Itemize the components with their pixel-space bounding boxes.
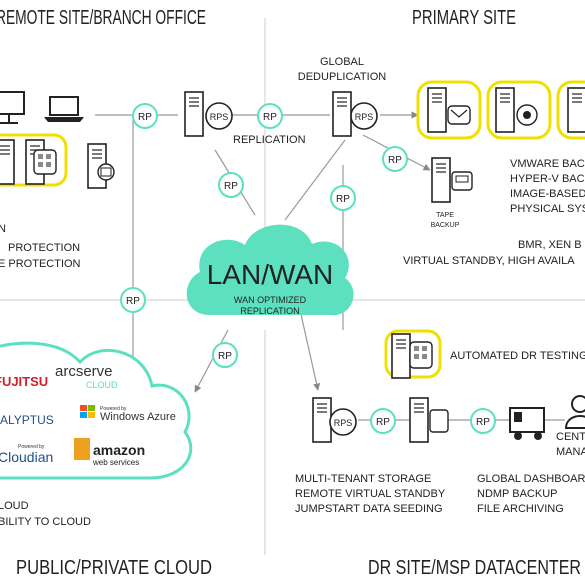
svg-text:Powered by: Powered by [18, 444, 45, 450]
svg-text:RP: RP [224, 181, 238, 192]
dr-rps-server: RPS [312, 397, 357, 443]
tape-backup-server [431, 157, 473, 203]
remote-feature-list: N PROTECTION E PROTECTION [0, 223, 81, 270]
amazon-logo: amazon web services [74, 438, 145, 467]
rp-badge: RP [470, 408, 496, 434]
rp-badge: RP [132, 103, 158, 129]
primary-feature: PHYSICAL SYS [510, 203, 585, 215]
eucalyptus-logo: ALYPTUS [0, 413, 54, 427]
global-dedup-label-1: GLOBAL [320, 56, 364, 68]
desktop-icon [0, 91, 25, 124]
svg-text:RPS: RPS [210, 112, 229, 122]
remote-section-title: REMOTE SITE/BRANCH OFFICE [0, 7, 206, 29]
svg-text:RP: RP [138, 112, 152, 123]
cloudian-logo: Powered by Cloudian [0, 444, 53, 465]
lan-wan-cloud: LAN/WAN WAN OPTIMIZED REPLICATION [186, 224, 354, 316]
svg-text:RP: RP [218, 351, 232, 362]
svg-text:RP: RP [388, 155, 402, 166]
dr-server [409, 397, 449, 443]
automated-dr-group [384, 329, 442, 379]
rp-badge: RP [218, 172, 244, 198]
rp-badge: RP [370, 408, 396, 434]
primary-section-title: PRIMARY SITE [412, 7, 516, 29]
rp-badge: RP [212, 342, 238, 368]
svg-text:Windows Azure: Windows Azure [100, 411, 176, 423]
svg-text:RPS: RPS [355, 112, 374, 122]
arcserve-logo: arcserve [55, 363, 113, 380]
user-icon [564, 395, 585, 429]
primary-server-group [416, 80, 585, 140]
svg-text:RP: RP [376, 417, 390, 428]
lan-wan-sub-1: WAN OPTIMIZED [234, 295, 307, 305]
svg-text:RPS: RPS [334, 418, 353, 428]
remote-feature: N [0, 223, 6, 235]
svg-text:web services: web services [92, 458, 139, 467]
cloud-section-title: PUBLIC/PRIVATE CLOUD [16, 557, 212, 579]
dr-feature-list-left: MULTI-TENANT STORAGE REMOTE VIRTUAL STAN… [295, 473, 446, 515]
svg-text:RP: RP [126, 296, 140, 307]
dr-feature: FILE ARCHIVING [477, 503, 564, 515]
dr-section-title: DR SITE/MSP DATACENTER [368, 557, 581, 579]
cent-label-1: CENT [556, 431, 585, 443]
rp-badge: RP [120, 287, 146, 313]
primary-feature: VIRTUAL STANDBY, HIGH AVAILA [403, 255, 575, 267]
dr-feature: MULTI-TENANT STORAGE [295, 473, 431, 485]
svg-text:amazon: amazon [93, 442, 145, 458]
replication-label: REPLICATION [233, 134, 306, 146]
cloud-feature: LOUD [0, 500, 29, 512]
automated-dr-label: AUTOMATED DR TESTING [450, 350, 585, 362]
truck-icon [509, 407, 545, 440]
svg-text:Powered by: Powered by [100, 406, 127, 412]
rp-badge: RP [382, 146, 408, 172]
lan-wan-title: LAN/WAN [207, 259, 334, 290]
rp-badges: RP RP RP RP RP RP RP RP RP [120, 103, 496, 434]
public-cloud: arcserve CLOUD FUJITSU ALYPTUS Powered b… [0, 341, 193, 480]
dr-feature: NDMP BACKUP [477, 488, 557, 500]
svg-text:RP: RP [336, 194, 350, 205]
rp-badge: RP [330, 185, 356, 211]
primary-rps-server: RPS [332, 91, 378, 137]
tape-label-1: TAPE [436, 212, 454, 219]
rp-badge: RP [257, 103, 283, 129]
cent-label-2: MANA [556, 446, 585, 458]
primary-feature-list: VMWARE BAC HYPER-V BAC IMAGE-BASED PHYSI… [403, 158, 585, 267]
dr-feature: JUMPSTART DATA SEEDING [295, 503, 443, 515]
fujitsu-logo: FUJITSU [0, 374, 48, 389]
remote-server-group [0, 133, 68, 187]
remote-devices: RPS [0, 91, 233, 189]
dr-feature-list-right: GLOBAL DASHBOARD NDMP BACKUP FILE ARCHIV… [477, 473, 585, 515]
tape-label-2: BACKUP [431, 222, 460, 229]
windows-azure-logo: Powered by Windows Azure [80, 405, 176, 423]
primary-feature: VMWARE BAC [510, 158, 585, 170]
svg-text:Cloudian: Cloudian [0, 449, 53, 465]
primary-feature: BMR, XEN B [518, 239, 582, 251]
remote-feature: PROTECTION [8, 242, 80, 254]
svg-text:RP: RP [476, 417, 490, 428]
remote-feature: E PROTECTION [0, 258, 81, 270]
dr-feature: GLOBAL DASHBOARD [477, 473, 585, 485]
primary-feature: IMAGE-BASED [510, 188, 585, 200]
cloud-feature-list: LOUD BILITY TO CLOUD [0, 500, 91, 528]
arcserve-cloud-label: CLOUD [86, 380, 118, 390]
svg-text:RP: RP [263, 112, 277, 123]
primary-feature: HYPER-V BAC [510, 173, 585, 185]
remote-db-server [87, 143, 115, 189]
cloud-feature: BILITY TO CLOUD [0, 516, 91, 528]
remote-rps-server: RPS [184, 91, 233, 137]
lan-wan-sub-2: REPLICATION [240, 306, 299, 316]
dr-feature: REMOTE VIRTUAL STANDBY [295, 488, 446, 500]
global-dedup-label-2: DEDUPLICATION [298, 71, 386, 83]
laptop-icon [44, 96, 84, 122]
